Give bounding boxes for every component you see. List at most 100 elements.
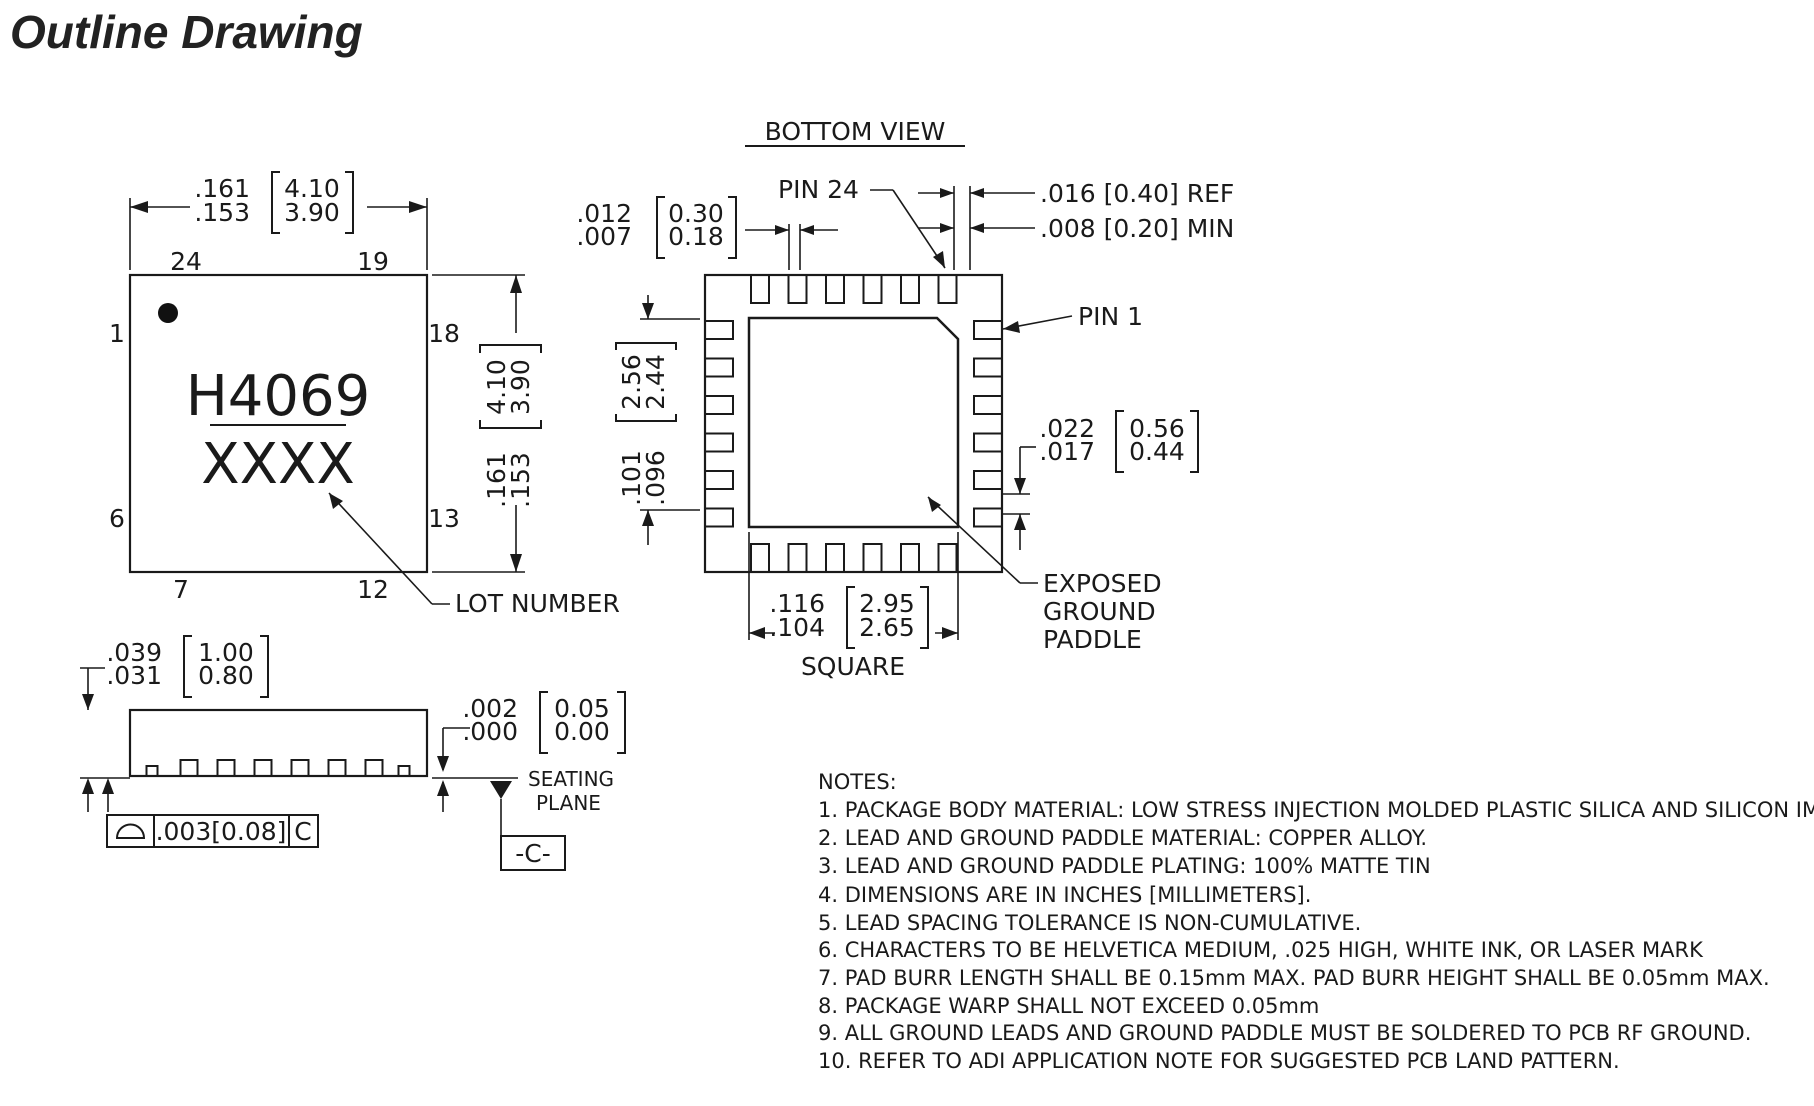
leads-left-column	[704, 320, 734, 528]
top-view: H4069 XXXX 24 19 1 18 6 13 7 12 .161 .15…	[109, 171, 620, 618]
gap-min-label: .008 [0.20] MIN	[1040, 214, 1234, 243]
span-in-max: .101	[617, 450, 646, 506]
lead-pad	[973, 470, 1003, 490]
lead-pad	[704, 395, 734, 415]
seating-label-2: PLANE	[536, 791, 601, 815]
lead-pad	[973, 432, 1003, 453]
exposed-ground-paddle	[747, 316, 960, 529]
width-mm-min: 3.90	[284, 198, 340, 227]
pin1-label: PIN 1	[1078, 302, 1143, 331]
standoff-in-min: .000	[462, 717, 518, 746]
leads-bottom-row	[750, 543, 958, 573]
note-item: 7. PAD BURR LENGTH SHALL BE 0.15mm MAX. …	[818, 966, 1770, 990]
standoff-mm-max: 0.05	[554, 694, 610, 723]
pin-number-18: 18	[428, 319, 460, 348]
tolerance-datum: C	[294, 817, 311, 846]
pin1-callout: PIN 1	[1002, 302, 1143, 333]
lead-pad	[704, 470, 734, 490]
side-lead	[397, 765, 411, 777]
datum-c-label: -C-	[515, 839, 551, 868]
width-dimension: .161 .153 4.10 3.90	[129, 171, 428, 270]
height-dimension: 4.10 3.90 .161 .153	[432, 274, 542, 573]
tolerance-value: .003[0.08]	[156, 817, 287, 846]
lead-pad	[900, 543, 920, 573]
lead-w-in-min: .007	[576, 222, 632, 251]
notes-heading: NOTES:	[818, 770, 897, 794]
tolerance-frame: .003[0.08] C	[106, 814, 319, 848]
lead-pad	[937, 274, 958, 304]
width-in-min: .153	[194, 198, 250, 227]
pitch-ref-label: .016 [0.40] REF	[1040, 179, 1234, 208]
lead-span-dimension: 2.56 2.44 .101 .096	[615, 295, 700, 545]
pin-number-24: 24	[170, 247, 202, 276]
paddle-label-line3: PADDLE	[1043, 625, 1142, 654]
leads-top-row	[750, 274, 958, 304]
width-mm-max: 4.10	[284, 174, 340, 203]
pin-number-19: 19	[357, 247, 389, 276]
note-item: 8. PACKAGE WARP SHALL NOT EXCEED 0.05mm	[818, 994, 1319, 1018]
thickness-dimension: .039 .031 1.00 0.80	[80, 635, 269, 812]
pin-number-1: 1	[109, 319, 125, 348]
pin24-label: PIN 24	[778, 175, 859, 204]
pin24-callout: PIN 24	[778, 175, 946, 269]
lead-w-in-max: .012	[576, 199, 632, 228]
side-lead	[216, 759, 236, 777]
side-view: .039 .031 1.00 0.80 .002 .000 0.05 0.00	[80, 635, 626, 871]
note-item: 6. CHARACTERS TO BE HELVETICA MEDIUM, .0…	[818, 938, 1704, 962]
side-lead	[290, 759, 310, 777]
note-item: 4. DIMENSIONS ARE IN INCHES [MILLIMETERS…	[818, 883, 1311, 907]
lead-pad	[704, 320, 734, 340]
paddle-shape-label: SQUARE	[801, 652, 905, 681]
side-view-leads	[145, 759, 411, 777]
pin-number-7: 7	[173, 575, 189, 604]
paddle-in-max: .116	[769, 589, 825, 618]
side-lead	[327, 759, 347, 777]
paddle-callout: EXPOSED GROUND PADDLE	[927, 496, 1162, 654]
side-lead	[364, 759, 384, 777]
thick-mm-min: 0.80	[198, 661, 254, 690]
lead-length-dimension: .022 .017 0.56 0.44	[1002, 410, 1199, 550]
standoff-mm-min: 0.00	[554, 717, 610, 746]
lead-pad	[862, 543, 883, 573]
lead-pad	[704, 357, 734, 378]
lead-pad	[973, 357, 1003, 378]
lead-l-mm-min: 0.44	[1129, 437, 1185, 466]
paddle-label-line2: GROUND	[1043, 597, 1156, 626]
paddle-mm-min: 2.65	[859, 613, 915, 642]
notes-section: NOTES: 1. PACKAGE BODY MATERIAL: LOW STR…	[818, 770, 1814, 1073]
pitch-dimension: .016 [0.40] REF .008 [0.20] MIN	[918, 179, 1234, 270]
side-lead	[253, 759, 273, 777]
lead-width-dimension: .012 .007 0.30 0.18	[576, 196, 838, 270]
thick-in-max: .039	[106, 638, 162, 667]
lot-number-label: LOT NUMBER	[455, 589, 620, 618]
lead-w-mm-min: 0.18	[668, 222, 724, 251]
lead-pad	[900, 274, 920, 304]
lot-number-callout: LOT NUMBER	[328, 492, 620, 618]
height-in-min: .153	[506, 452, 535, 508]
seating-plane: SEATING PLANE -C-	[485, 767, 614, 871]
span-in-min: .096	[641, 450, 670, 506]
height-in-max: .161	[482, 452, 511, 508]
note-item: 3. LEAD AND GROUND PADDLE PLATING: 100% …	[818, 854, 1431, 878]
lead-pad	[937, 543, 958, 573]
pin1-dot	[158, 303, 178, 323]
width-in-max: .161	[194, 174, 250, 203]
lead-pad	[973, 507, 1003, 528]
page-title: Outline Drawing	[10, 6, 363, 58]
lead-l-in-min: .017	[1039, 437, 1095, 466]
lead-pad	[862, 274, 883, 304]
thick-in-min: .031	[106, 661, 162, 690]
lead-pad	[750, 543, 770, 573]
lead-pad	[973, 320, 1003, 340]
paddle-size-dimension: .116 .104 2.95 2.65 SQUARE	[748, 532, 959, 681]
lead-l-mm-max: 0.56	[1129, 414, 1185, 443]
package-body-bottom	[703, 273, 1004, 574]
pin-number-6: 6	[109, 504, 125, 533]
lead-pad	[825, 274, 845, 304]
lead-pad	[750, 274, 770, 304]
pin-number-12: 12	[357, 575, 389, 604]
side-lead	[145, 765, 159, 777]
note-item: 9. ALL GROUND LEADS AND GROUND PADDLE MU…	[818, 1021, 1751, 1045]
side-lead	[179, 759, 199, 777]
